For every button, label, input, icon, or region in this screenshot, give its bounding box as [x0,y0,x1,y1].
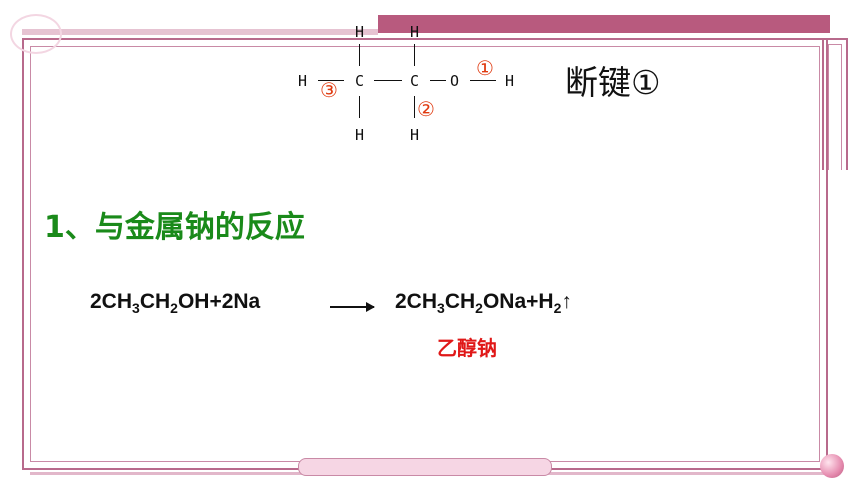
bond-c2-h-top [414,44,415,66]
atom-h-bottom-1: H [355,126,365,144]
equation-products: 2CH3CH2ONa+H2↑ [395,290,572,316]
eq-right-part-4: ↑ [561,290,572,313]
bond-marker-2: ② [417,97,435,121]
atom-h-left: H [298,72,308,90]
eq-right-sub-3: 2 [553,300,562,317]
reaction-arrow-icon [330,302,375,312]
eq-right-sub-1: 3 [437,300,445,317]
right-decor-stripe [822,38,848,170]
bond-c1-h-bottom [359,96,360,118]
eq-right-sub-2: 2 [475,300,483,317]
section-title: 1、与金属钠的反应 [44,210,305,245]
atom-c1: C [355,72,365,90]
bond-c2-h-bottom [414,96,415,118]
eq-right-part-1: 2CH [395,290,438,313]
atom-h-right: H [505,72,515,90]
atom-h-bottom-2: H [410,126,420,144]
eq-left-sub-2: 2 [170,300,178,317]
bond-c2-o [430,80,446,81]
logo-icon [4,14,64,54]
atom-h-top-1: H [355,23,365,41]
product-name-label: 乙醇钠 [437,336,497,360]
bond-o-h [470,80,496,81]
bond-c1-c2 [374,80,402,81]
eq-left-part-2: CH [139,290,171,313]
bond-marker-3: ③ [320,78,338,102]
bottom-decor-bar [298,458,552,476]
atom-o: O [450,72,460,90]
bond-marker-1: ① [476,56,494,80]
eq-left-sub-1: 3 [132,300,140,317]
corner-decor-dot [820,454,844,478]
eq-left-part-3: OH+2Na [177,290,261,313]
bond-break-title: 断键① [565,63,661,102]
bond-c1-h-top [359,44,360,66]
eq-left-part-1: 2CH [90,290,133,313]
top-decor-light-bar [22,29,378,35]
eq-right-part-3: ONa+H [482,290,554,313]
bond-h-c1 [318,80,344,81]
equation-reactants: 2CH3CH2OH+2Na [90,290,260,316]
top-decor-bar [378,15,830,33]
atom-c2: C [410,72,420,90]
eq-right-part-2: CH [444,290,476,313]
atom-h-top-2: H [410,23,420,41]
